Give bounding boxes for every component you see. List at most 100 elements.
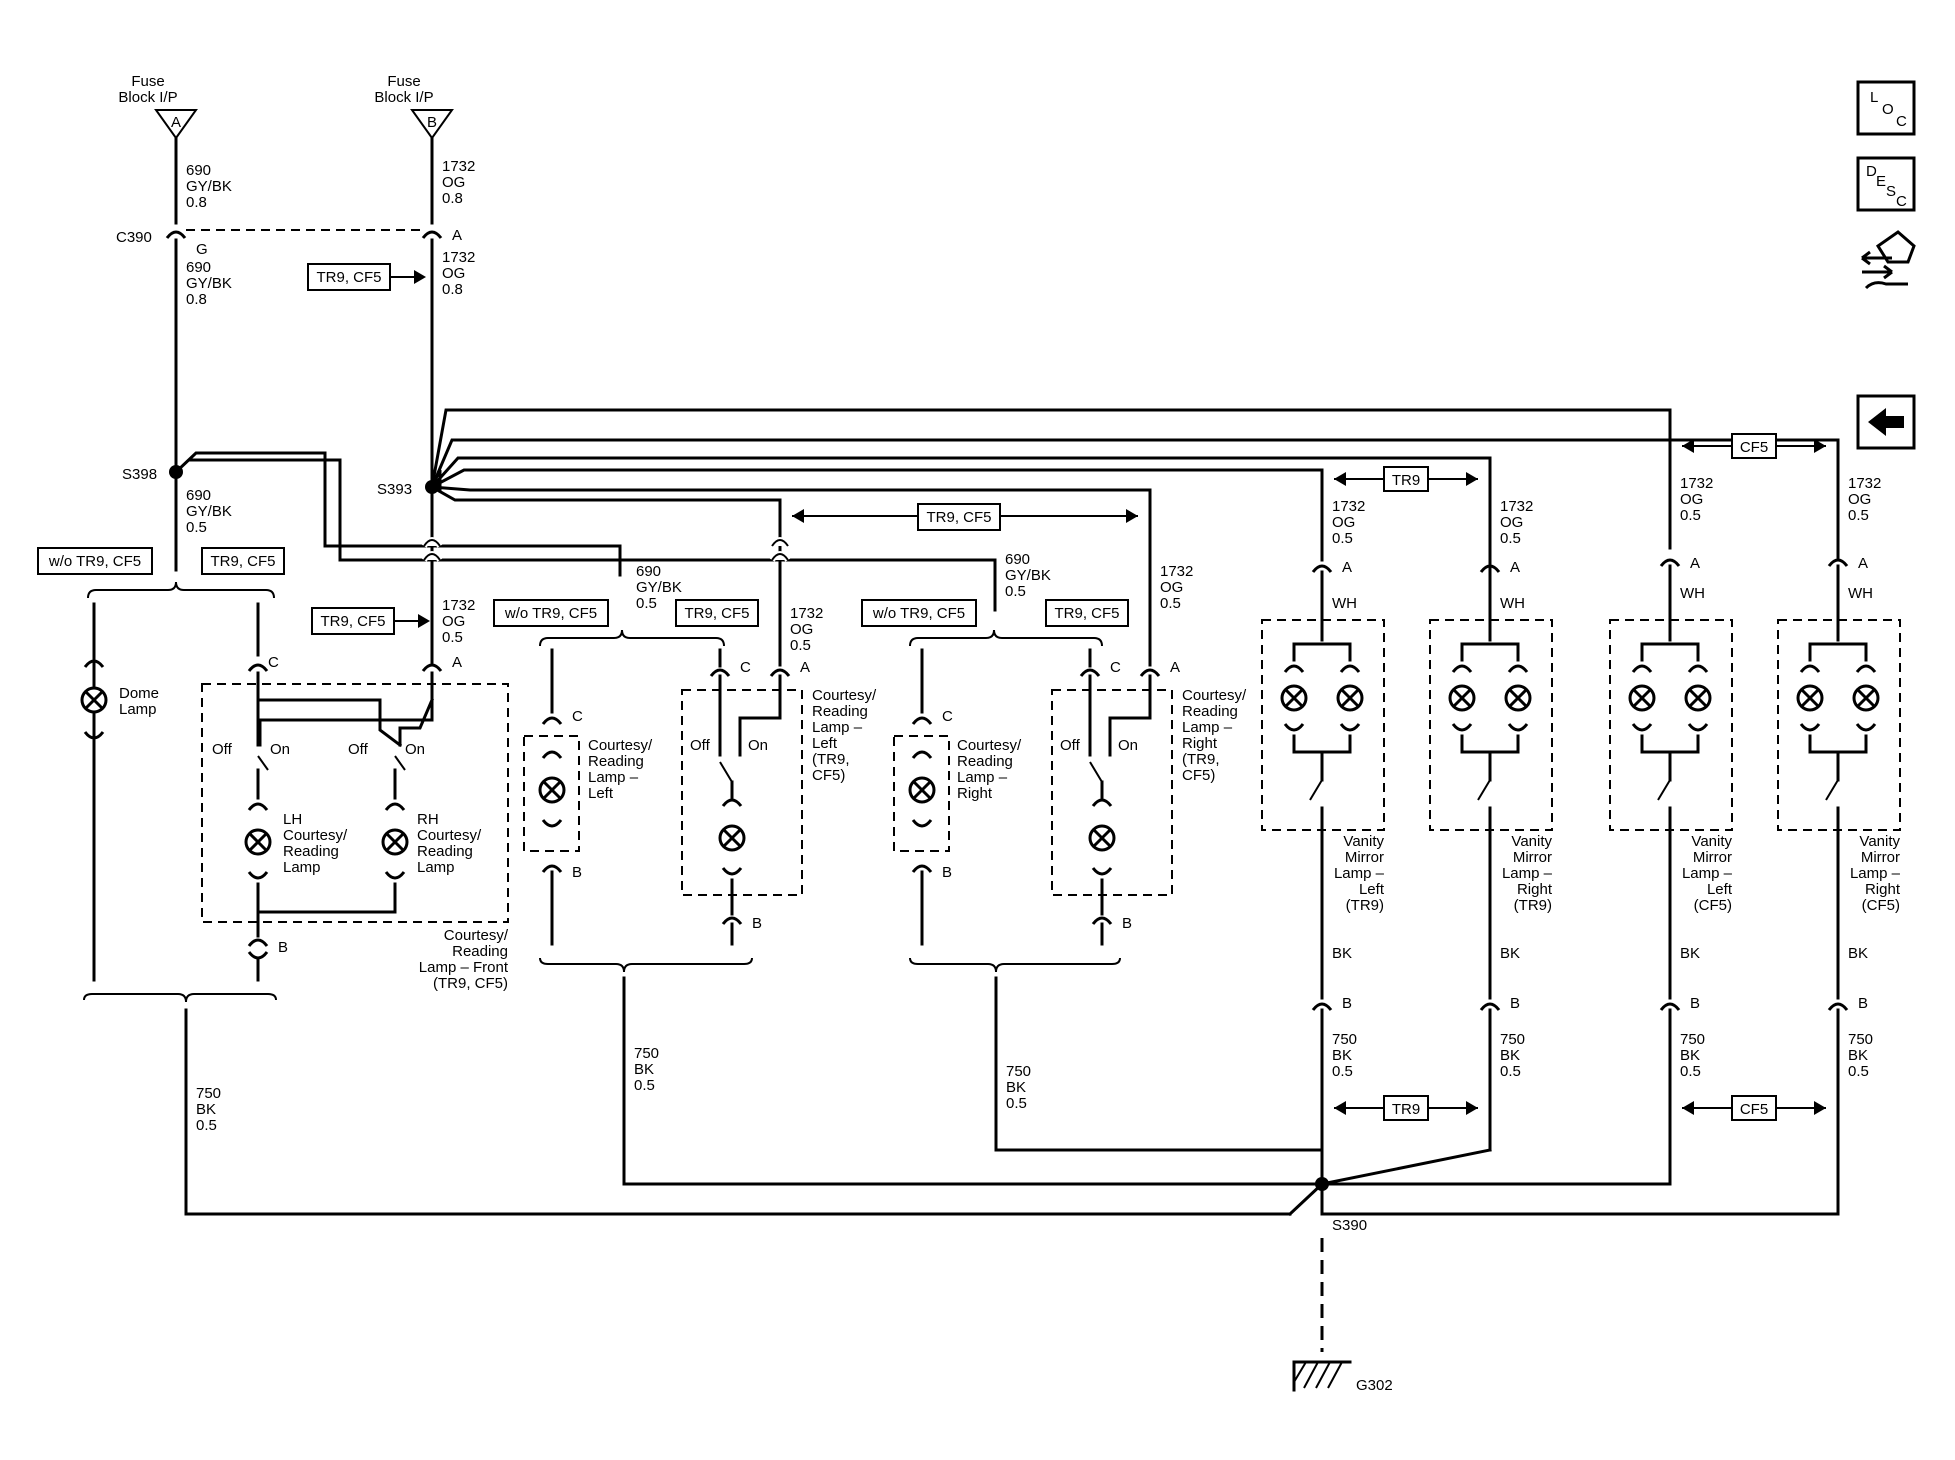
svg-text:0.5: 0.5: [1500, 530, 1521, 547]
svg-text:OG: OG: [442, 174, 465, 191]
svg-text:Lamp –: Lamp –: [1850, 865, 1901, 882]
svg-text:0.5: 0.5: [1006, 1095, 1027, 1112]
svg-text:750: 750: [634, 1045, 659, 1062]
svg-text:Lamp –: Lamp –: [1182, 719, 1233, 736]
svg-text:A: A: [1342, 559, 1352, 576]
svg-text:Lamp – Front: Lamp – Front: [419, 959, 509, 976]
svg-text:OG: OG: [1160, 579, 1183, 596]
svg-text:Lamp: Lamp: [283, 859, 321, 876]
svg-text:A: A: [1510, 559, 1520, 576]
fuse-b-label-1: Fuse: [387, 73, 420, 90]
svg-text:Courtesy/: Courtesy/: [417, 827, 482, 844]
svg-text:BK: BK: [634, 1061, 654, 1078]
svg-text:750: 750: [1680, 1031, 1705, 1048]
svg-text:WH: WH: [1848, 585, 1873, 602]
svg-text:1732: 1732: [1680, 475, 1713, 492]
svg-text:Lamp –: Lamp –: [957, 769, 1008, 786]
svg-text:690: 690: [636, 563, 661, 580]
svg-text:(TR9): (TR9): [1514, 897, 1552, 914]
svg-text:0.5: 0.5: [1332, 1063, 1353, 1080]
svg-text:C: C: [1896, 193, 1907, 210]
svg-text:BK: BK: [1006, 1079, 1026, 1096]
front-lamp-label: Courtesy/ Reading Lamp – Front (TR9, CF5…: [419, 927, 509, 992]
svg-text:0.8: 0.8: [442, 190, 463, 207]
splice-s390: [1315, 1177, 1329, 1191]
svg-text:GY/BK: GY/BK: [636, 579, 682, 596]
svg-text:Vanity: Vanity: [1691, 833, 1732, 850]
svg-text:1732: 1732: [442, 158, 475, 175]
svg-text:0.5: 0.5: [1848, 1063, 1869, 1080]
vm2-label: Vanity Mirror Lamp – Right (TR9): [1502, 833, 1553, 914]
svg-text:On: On: [1118, 737, 1138, 754]
loc-icon[interactable]: L O C: [1856, 80, 1916, 136]
lh-courtesy-lamp-label: LH Courtesy/ Reading Lamp: [283, 811, 348, 876]
svg-text:Lamp –: Lamp –: [1334, 865, 1385, 882]
svg-text:Off: Off: [348, 741, 369, 758]
svg-text:0.5: 0.5: [1332, 530, 1353, 547]
back-arrow-icon[interactable]: [1856, 394, 1916, 450]
svg-text:BK: BK: [196, 1101, 216, 1118]
front-lamp-housing: [201, 683, 509, 923]
svg-text:BK: BK: [1500, 1047, 1520, 1064]
svg-text:B: B: [752, 915, 762, 932]
dome-lamp: Dome Lamp: [80, 659, 159, 740]
svg-text:A: A: [800, 659, 810, 676]
svg-text:A: A: [1170, 659, 1180, 676]
svg-text:Left: Left: [1707, 881, 1733, 898]
svg-text:0.5: 0.5: [186, 519, 207, 536]
svg-text:(TR9,: (TR9,: [812, 751, 850, 768]
svg-text:Right: Right: [1865, 881, 1901, 898]
wire-690-mid: 690 GY/BK 0.8: [186, 259, 232, 308]
svg-text:O: O: [1882, 101, 1894, 118]
svg-text:CF5): CF5): [812, 767, 845, 784]
courtesy-lamp-right-opt-label: Courtesy/ Reading Lamp – Right (TR9, CF5…: [1182, 687, 1247, 784]
svg-text:G: G: [196, 241, 208, 258]
svg-text:Lamp –: Lamp –: [1502, 865, 1553, 882]
option-wo-tr9-cf5-mid-left: w/o TR9, CF5: [493, 599, 609, 627]
svg-text:0.5: 0.5: [790, 637, 811, 654]
option-tr9-cf5-front-arrow: TR9, CF5: [311, 607, 430, 635]
svg-text:Right: Right: [1182, 735, 1218, 752]
wire-750-right-group: 750 BK 0.5: [1006, 1063, 1031, 1112]
svg-text:0.5: 0.5: [1160, 595, 1181, 612]
svg-text:Dome: Dome: [119, 685, 159, 702]
fuse-block-b: Fuse Block I/P B: [374, 73, 454, 140]
svg-text:C: C: [1110, 659, 1121, 676]
svg-text:750: 750: [1332, 1031, 1357, 1048]
svg-text:Reading: Reading: [588, 753, 644, 770]
svg-text:S: S: [1886, 183, 1896, 200]
svg-text:Reading: Reading: [1182, 703, 1238, 720]
svg-text:GY/BK: GY/BK: [186, 275, 232, 292]
svg-text:Courtesy/: Courtesy/: [957, 737, 1022, 754]
svg-text:B: B: [1690, 995, 1700, 1012]
svg-text:Right: Right: [957, 785, 993, 802]
svg-text:(TR9, CF5): (TR9, CF5): [433, 975, 508, 992]
svg-text:Reading: Reading: [283, 843, 339, 860]
svg-text:B: B: [1122, 915, 1132, 932]
svg-text:Courtesy/: Courtesy/: [444, 927, 509, 944]
svg-text:CF5: CF5: [1740, 1101, 1768, 1118]
desc-icon[interactable]: D E S C: [1856, 156, 1916, 212]
wire-750-left-group: 750 BK 0.5: [634, 1045, 659, 1094]
svg-text:1732: 1732: [1500, 498, 1533, 515]
svg-text:C: C: [268, 654, 279, 671]
svg-text:Mirror: Mirror: [1861, 849, 1900, 866]
svg-text:Courtesy/: Courtesy/: [1182, 687, 1247, 704]
svg-text:690: 690: [186, 487, 211, 504]
svg-text:1732: 1732: [442, 597, 475, 614]
wire-690-left-group: 690 GY/BK 0.5: [636, 563, 682, 612]
svg-text:On: On: [748, 737, 768, 754]
connector-ends-icon[interactable]: [1861, 230, 1916, 290]
svg-text:Lamp –: Lamp –: [812, 719, 863, 736]
svg-text:TR9, CF5: TR9, CF5: [1054, 605, 1119, 622]
svg-text:Lamp: Lamp: [119, 701, 157, 718]
option-range-tr9-bottom: TR9: [1334, 1095, 1478, 1121]
svg-text:0.8: 0.8: [442, 281, 463, 298]
option-tr9-cf5-left: TR9, CF5: [201, 547, 285, 575]
